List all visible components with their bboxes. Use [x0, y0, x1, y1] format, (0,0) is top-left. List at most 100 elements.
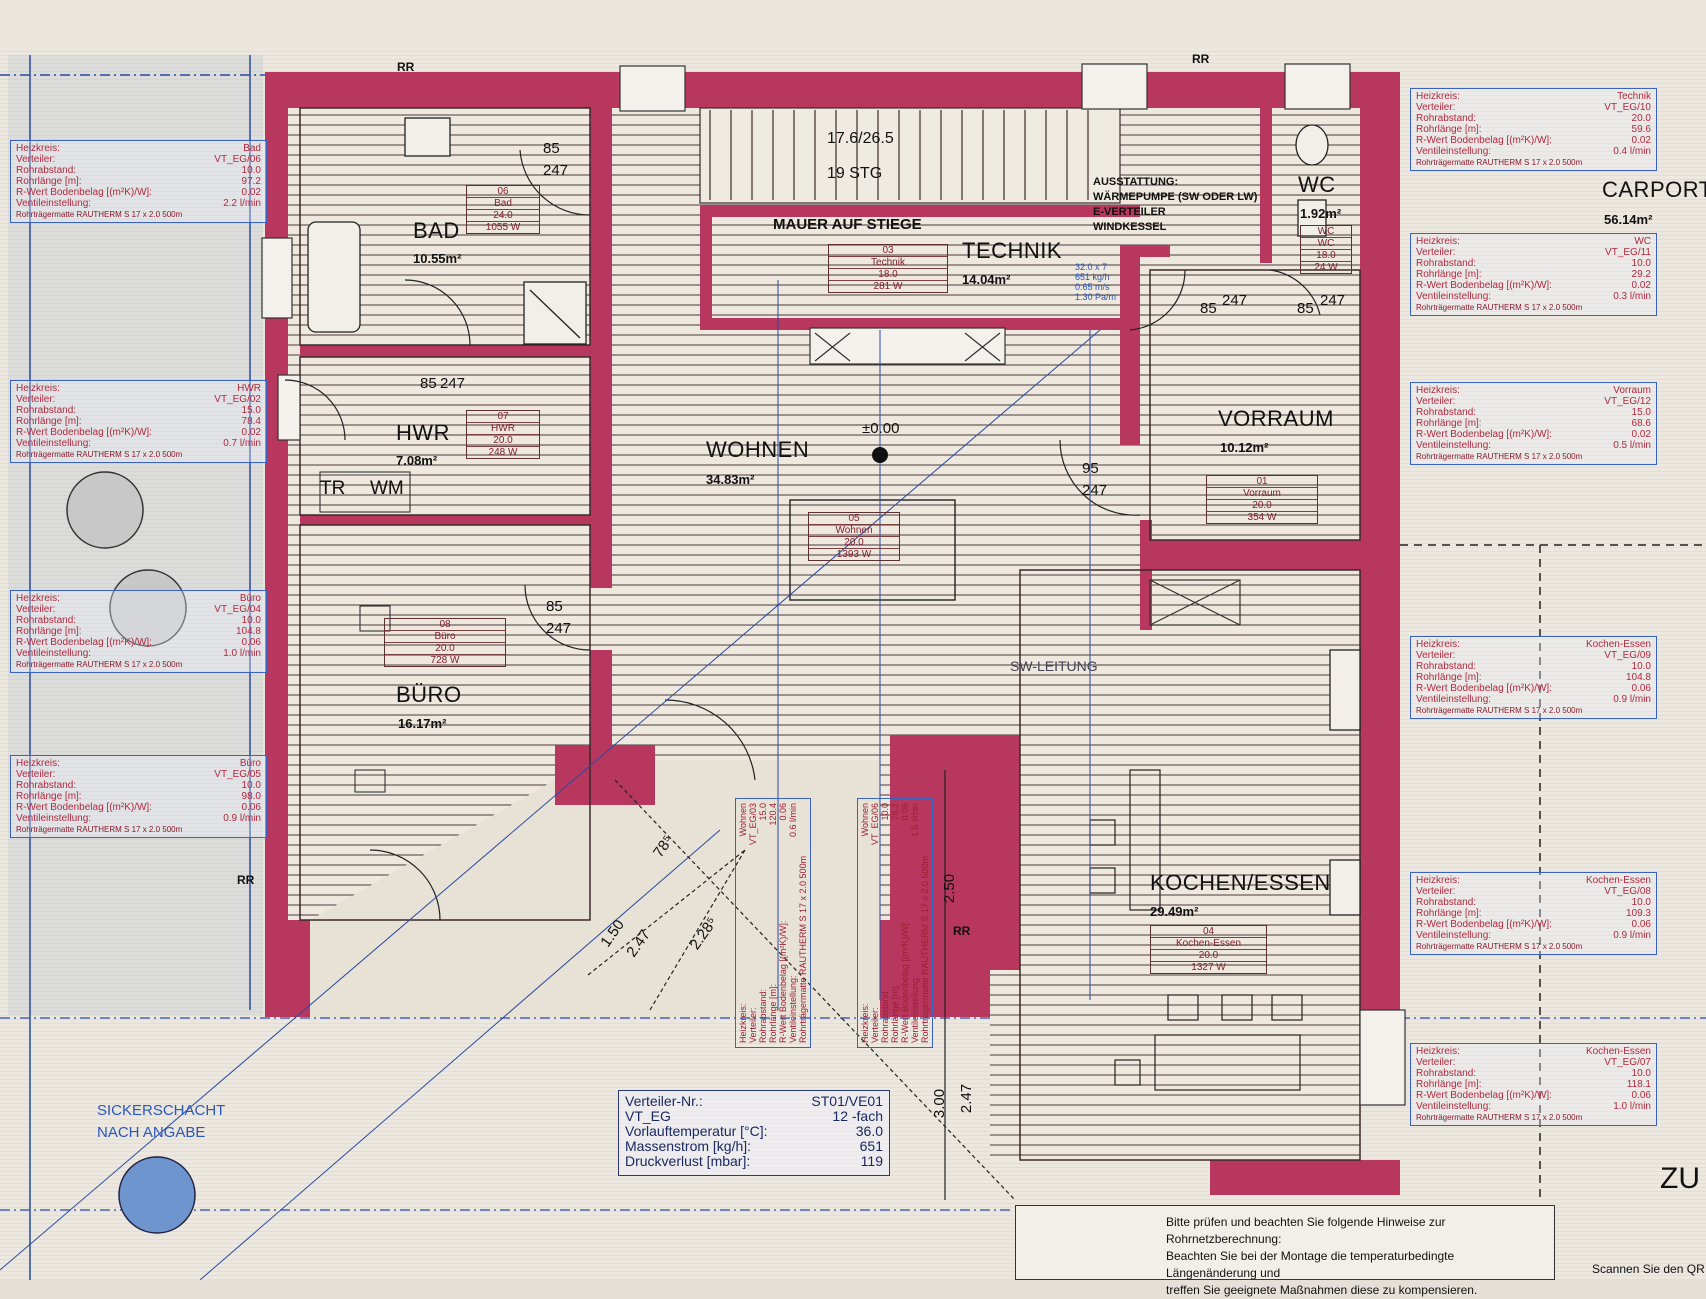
circuit-row: Ventileinstellung:0.5 l/min: [1416, 440, 1651, 451]
circuit-row: Rohrabstand:10.0: [1416, 258, 1651, 269]
circuit-row: Rohrlänge [m]:104.8: [1416, 672, 1651, 683]
wall-on-stair-label: MAUER AUF STIEGE: [773, 216, 922, 233]
circuit-value: 1.0 l/min: [1613, 1101, 1651, 1112]
circuit-value: VT_EG/05: [214, 769, 261, 780]
circuit-row: Ventileinstellung:0.4 l/min: [1416, 146, 1651, 157]
circuit-label: Ventileinstellung:: [1416, 291, 1492, 302]
circuit-value: VT_EG/06: [214, 154, 261, 165]
vertical-circuit-label: Rohrlänge [m]:: [768, 983, 778, 1043]
circuit-label: Heizkreis:: [16, 143, 60, 154]
circuit-row: Rohrabstand:15.0: [16, 405, 261, 416]
note-line: Bitte prüfen und beachten Sie folgende H…: [1166, 1215, 1446, 1246]
circuit-value: 0.02: [241, 427, 261, 438]
circuit-row: Heizkreis:Kochen-Essen: [1416, 1046, 1651, 1057]
room-name-wc: WC: [1298, 172, 1336, 197]
stair-steps-label: 19 STG: [827, 165, 883, 182]
circuit-row: Rohrabstand:10.0: [16, 165, 261, 176]
distributor-row-value: 651: [859, 1138, 883, 1154]
door-height-buero: 247: [546, 620, 572, 637]
circuit-value: 0.9 l/min: [223, 813, 261, 824]
circuit-value: 29.2: [1631, 269, 1651, 280]
circuit-label: Rohrabstand:: [1416, 407, 1477, 418]
door-width-technik: 85: [1200, 300, 1217, 317]
circuit-label: R-Wert Bodenbelag [(m²K)/W]:: [1416, 1090, 1552, 1101]
circuit-row: Heizkreis:WC: [1416, 236, 1651, 247]
circuit-row: Heizkreis:Kochen-Essen: [1416, 639, 1651, 650]
vertical-circuit-value: 0.06: [778, 803, 788, 821]
circuit-pipe-spec: Rohrträgermatte RAUTHERM S 17 x 2.0 500m: [16, 450, 183, 459]
vertical-circuit-label: Ventileinstellung:: [910, 975, 920, 1043]
vertical-circuit-value: Wohnen: [738, 803, 748, 837]
circuit-value: 20.0: [1631, 113, 1651, 124]
circuit-row: Verteiler:VT_EG/08: [1416, 886, 1651, 897]
vertical-circuit-label: Rohrträgermatte RAUTHERM S 17 x 2.0 500m: [920, 855, 930, 1043]
seepage-pit: [118, 1156, 196, 1234]
circuit-label: Verteiler:: [16, 154, 56, 165]
circuit-value: VT_EG/12: [1604, 396, 1651, 407]
circuit-value: 10.0: [1631, 661, 1651, 672]
distributor-row-label: VT_EG: [625, 1108, 671, 1124]
vertical-circuit-value: 0.6 l/min: [788, 803, 798, 838]
level-marker: [872, 447, 888, 463]
note-line: Beachten Sie bei der Montage die tempera…: [1166, 1249, 1455, 1280]
interior-walls: [300, 108, 1400, 1005]
room-area-technik: 14.04m²: [962, 272, 1011, 287]
distributor-row-label: Massenstrom [kg/h]:: [625, 1138, 752, 1154]
door-width-vorraum: 95: [1082, 460, 1099, 477]
door-height-hwr: 247: [440, 375, 466, 392]
room-load-power: 1327 W: [1191, 962, 1226, 973]
circuit-label: Verteiler:: [16, 604, 56, 615]
circuit-row: Heizkreis:Büro: [16, 758, 261, 769]
vertical-circuit-label: Rohrabstand:: [880, 988, 890, 1043]
circuit-row: R-Wert Bodenbelag [(m²K)/W]:0.02: [16, 427, 261, 438]
circuit-label: Rohrlänge [m]:: [1416, 908, 1482, 919]
vertical-circuit-label: Rohrträgermatte RAUTHERM S 17 x 2.0 500m: [798, 855, 808, 1043]
room-name-vorraum: VORRAUM: [1218, 406, 1334, 431]
circuit-row: Rohrabstand:10.0: [1416, 1068, 1651, 1079]
circuit-row: Rohrabstand:15.0: [1416, 407, 1651, 418]
circuit-value: 118.1: [1626, 1079, 1651, 1090]
rr-marker: RR: [953, 924, 971, 938]
circuit-label: Rohrabstand:: [16, 165, 77, 176]
circuit-row: Ventileinstellung:0.3 l/min: [1416, 291, 1651, 302]
circuit-row: Ventileinstellung:0.9 l/min: [1416, 930, 1651, 941]
dim-247-vert: 2.47: [958, 1083, 976, 1114]
door-height-technik: 247: [1222, 292, 1248, 309]
room-area-carport: 56.14m²: [1604, 212, 1653, 227]
circuit-row: R-Wert Bodenbelag [(m²K)/W]:0.06: [16, 802, 261, 813]
circuit-label: Rohrabstand:: [16, 780, 77, 791]
circuit-value: Technik: [1617, 91, 1651, 102]
circuit-row: Rohrlänge [m]:104.8: [16, 626, 261, 637]
circuit-label: Heizkreis:: [1416, 1046, 1460, 1057]
circuit-value: 0.06: [1631, 919, 1651, 930]
circuit-row: Rohrlänge [m]:109.3: [1416, 908, 1651, 919]
circuit-label: Verteiler:: [1416, 650, 1456, 661]
circuit-label: Ventileinstellung:: [1416, 146, 1492, 157]
circuit-value: 15.0: [241, 405, 261, 416]
distributor-row-label: Druckverlust [mbar]:: [625, 1153, 751, 1169]
circuit-label: Verteiler:: [1416, 886, 1456, 897]
circuit-label: R-Wert Bodenbelag [(m²K)/W]:: [16, 802, 152, 813]
room-area-buero: 16.17m²: [398, 716, 447, 731]
room-area-vorraum: 10.12m²: [1220, 440, 1269, 455]
distributor-row: Druckverlust [mbar]:119: [625, 1154, 883, 1169]
circuit-row: Rohrlänge [m]: 29.2: [1416, 269, 1651, 280]
circuit-label: Rohrabstand:: [1416, 897, 1477, 908]
distributor-row-label: Vorlauftemperatur [°C]:: [625, 1123, 768, 1139]
sw-line-label: SW-LEITUNG: [1010, 658, 1098, 674]
circuit-row: Rohrlänge [m]:97.2: [16, 176, 261, 187]
room-name-buero: BÜRO: [396, 682, 462, 707]
circuit-label: Rohrlänge [m]:: [1416, 1079, 1482, 1090]
circuit-label: Rohrlänge [m]:: [1416, 269, 1482, 280]
room-name-carport: CARPORT: [1602, 177, 1706, 202]
circuit-label: Rohrlänge [m]:: [16, 176, 82, 187]
